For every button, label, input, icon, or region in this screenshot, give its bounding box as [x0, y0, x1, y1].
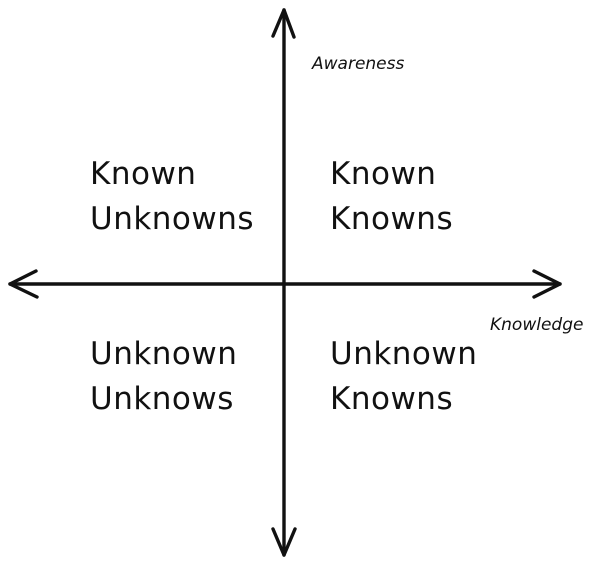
vertical-axis-label: Awareness: [312, 54, 405, 74]
quadrant-top-right-line1: Known: [330, 156, 437, 192]
quadrant-bottom-right-line1: Unknown: [330, 336, 478, 372]
vertical-axis: [282, 8, 286, 557]
vertical-axis-bottom-arrowhead: [271, 527, 297, 557]
quadrant-bottom-left-line1: Unknown: [90, 336, 238, 372]
quadrant-top-right-line2: Knowns: [330, 201, 454, 237]
quadrant-top-right: Known Knowns: [330, 152, 453, 242]
vertical-axis-top-arrowhead: [271, 8, 296, 39]
quadrant-top-left-line1: Known: [90, 156, 197, 192]
horizontal-axis-right-arrowhead: [532, 269, 562, 299]
quadrant-top-left-line2: Unknowns: [90, 201, 255, 237]
quadrant-top-left: Known Unknowns: [90, 152, 254, 242]
quadrant-bottom-left-line2: Unknows: [90, 381, 234, 417]
quadrant-bottom-left: Unknown Unknows: [90, 332, 237, 422]
quadrant-bottom-right: Unknown Knowns: [330, 332, 477, 422]
horizontal-axis-label: Knowledge: [490, 315, 584, 335]
quadrant-bottom-right-line2: Knowns: [330, 381, 454, 417]
horizontal-axis-left-arrowhead: [8, 269, 39, 299]
